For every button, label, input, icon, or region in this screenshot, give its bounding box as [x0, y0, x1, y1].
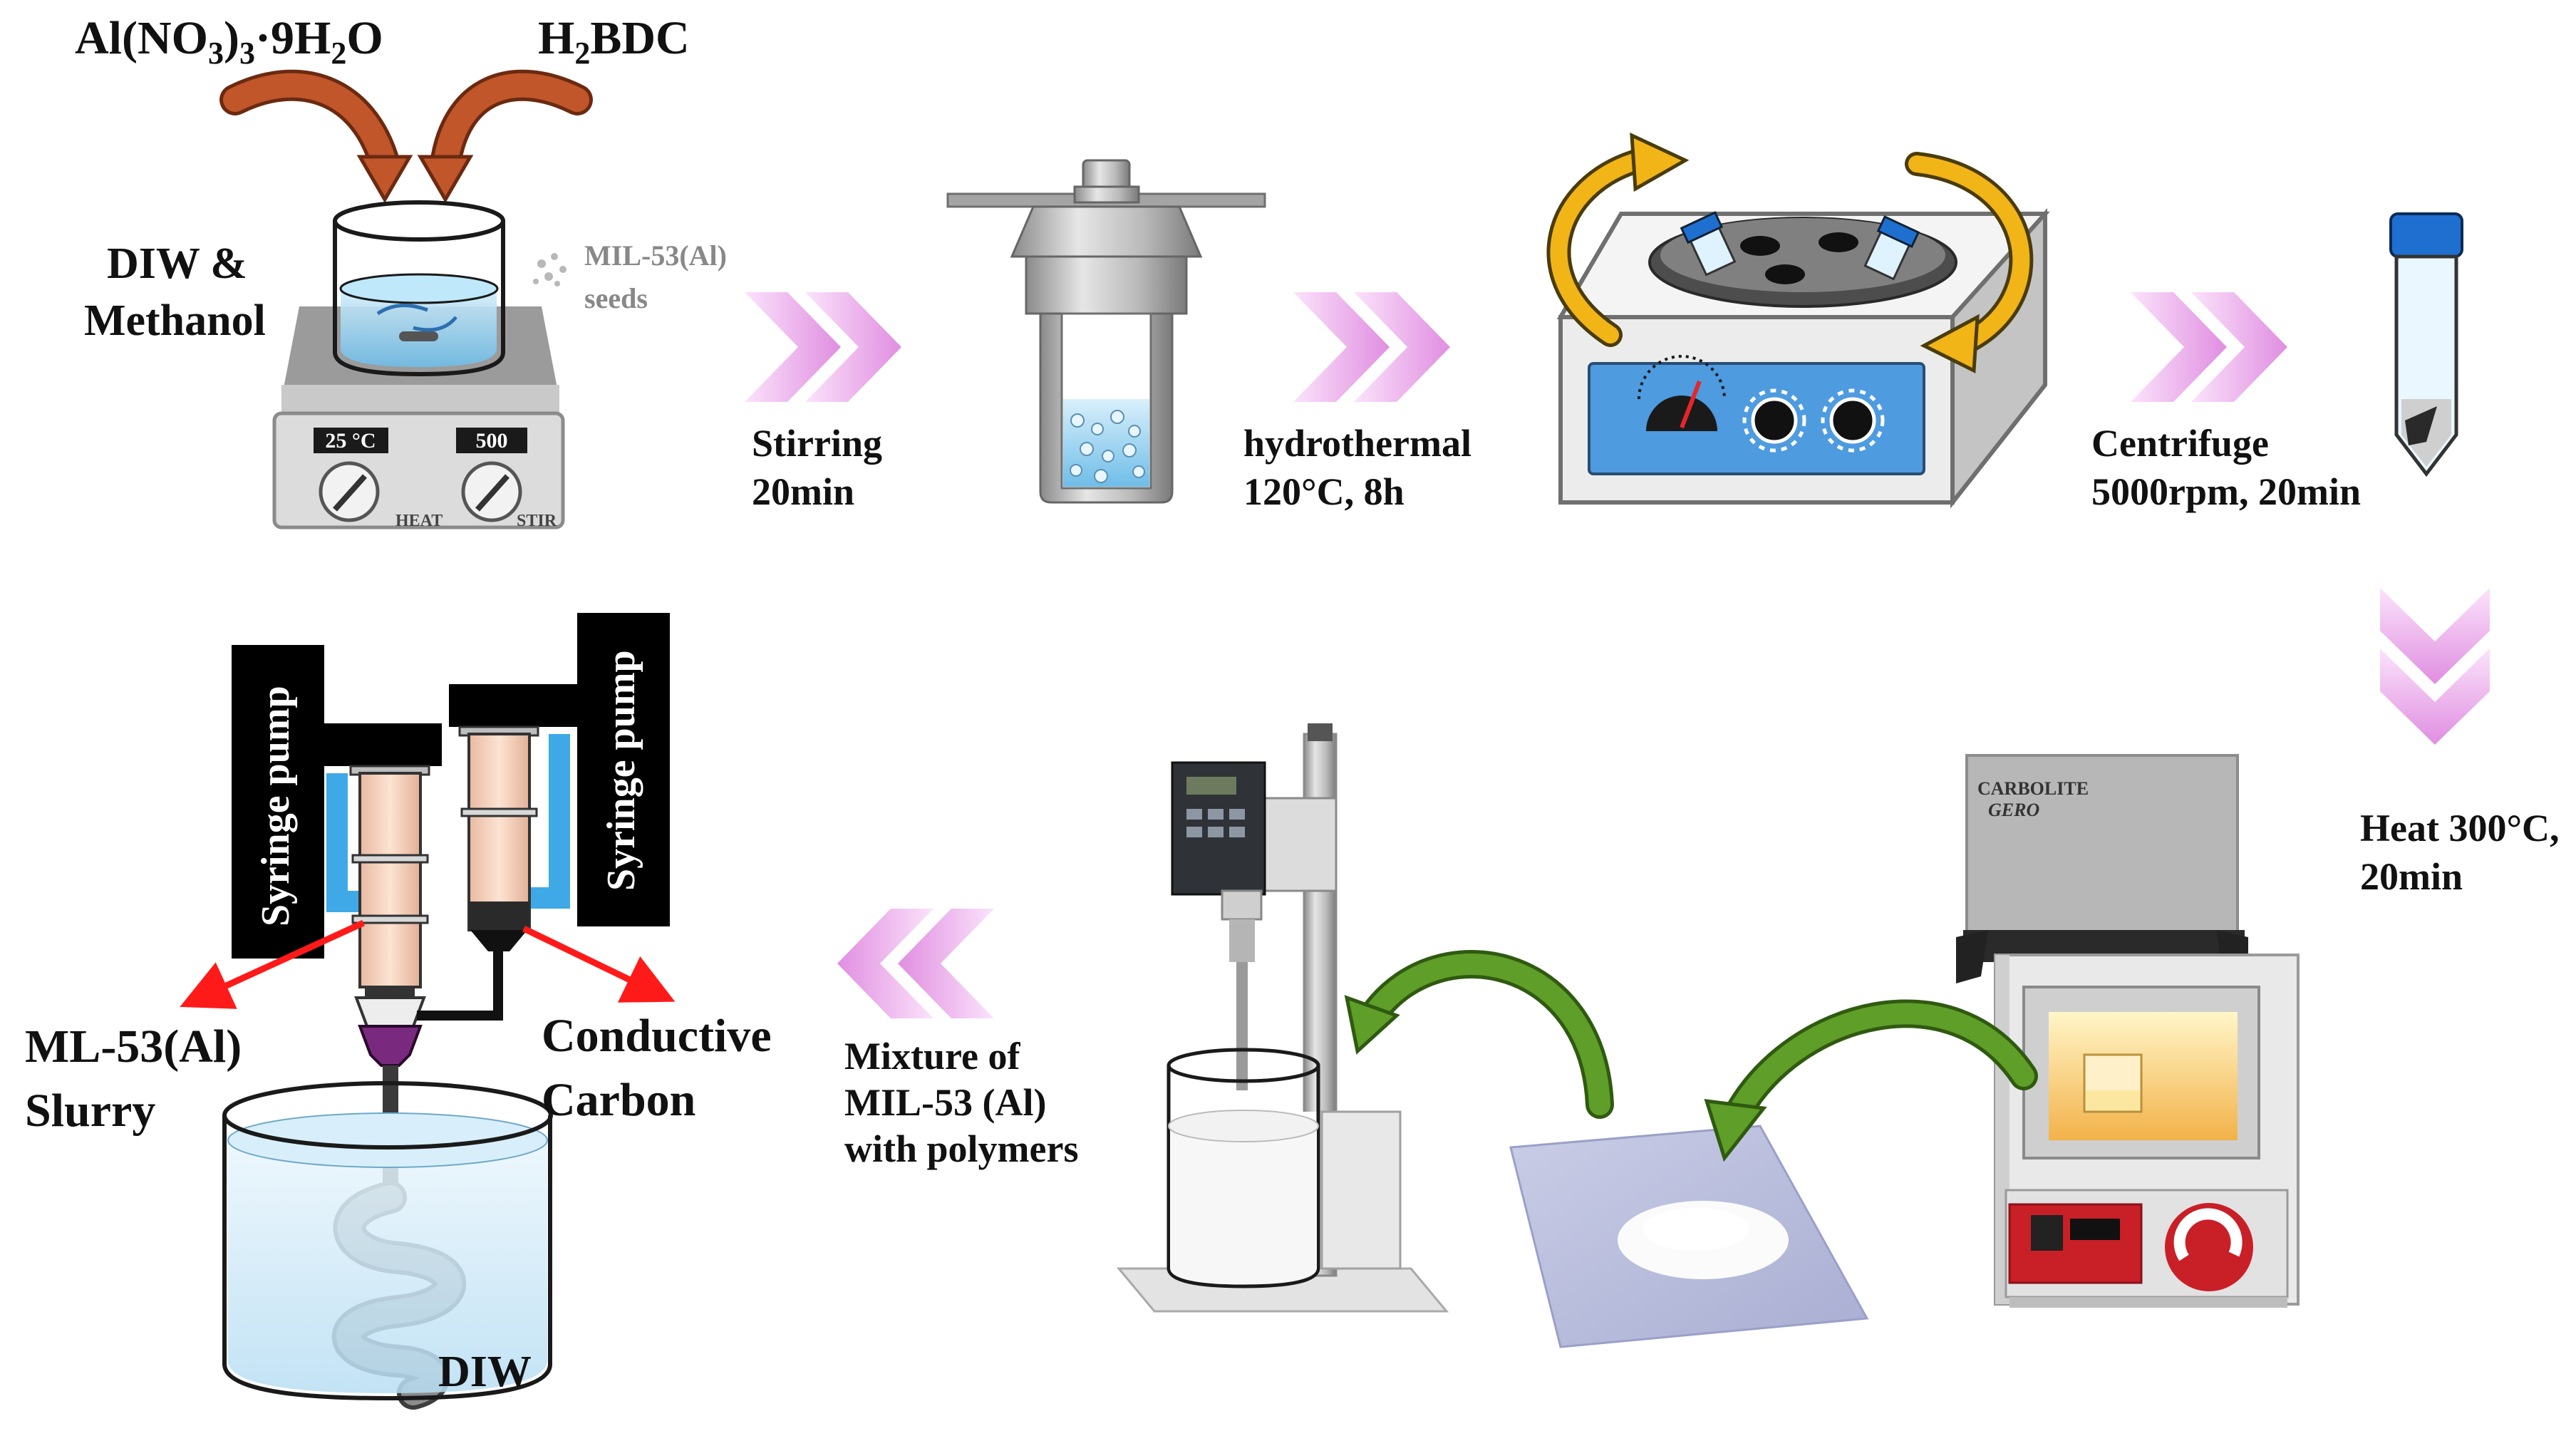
centrifuge-dial-1[interactable] — [1742, 388, 1806, 453]
conductive-carbon-label: Conductive Carbon — [542, 1010, 783, 1126]
magnetic-stirrer-hotplate: 25 °C 500 HEAT STIR — [272, 306, 565, 530]
mixture-step-label: Mixture of MIL-53 (Al) with polymers — [844, 1035, 1078, 1170]
heat-step-label: Heat 300°C, 20min — [2360, 807, 2569, 898]
dual-syringe-extrusion-setup — [222, 613, 670, 1410]
reaction-beaker — [333, 200, 505, 377]
mil53-powder — [1509, 1125, 1869, 1348]
transfer-arrow-furnace-to-powder — [1704, 999, 2038, 1162]
metal-salt-label: Al(NO3)3·9H2O — [75, 12, 383, 71]
rotation-arrow-right — [1905, 152, 2034, 373]
slurry-label: ML-53(Al) Slurry — [25, 1021, 254, 1137]
bath-label: DIW — [438, 1348, 532, 1396]
seeds-label: MIL-53(Al) seeds — [584, 239, 734, 314]
carbon-pointer — [522, 925, 676, 1003]
hydrothermal-step-label: hydrothermal 120°C, 8h — [1243, 422, 1481, 513]
slurry-pointer — [180, 919, 365, 1009]
heat-knob-label: HEAT — [395, 512, 443, 530]
step-arrow-stirring — [745, 292, 901, 402]
centrifuge-tube-left — [1680, 211, 1737, 277]
reagent-arrow-left — [219, 69, 413, 203]
furnace-brand: CARBOLITE — [1977, 778, 2089, 799]
rotation-arrow-left — [1546, 132, 1690, 347]
seed-particles — [533, 253, 567, 286]
reagent-arrow-right — [417, 69, 593, 203]
stirring-step-label: Stirring 20min — [752, 422, 892, 513]
step-arrow-heat — [2380, 588, 2490, 745]
step-arrow-mixture — [837, 909, 994, 1018]
solvent-label: DIW & Methanol — [84, 239, 266, 345]
transfer-arrow-powder-to-mixer — [1344, 950, 1614, 1119]
left-syringe-pump-label: Syringe pump — [254, 686, 298, 926]
centrifuge-machine — [1556, 208, 2050, 509]
furnace-crucible — [2083, 1053, 2143, 1113]
overhead-mixer — [1116, 723, 1449, 1313]
temperature-display: 25 °C — [325, 429, 376, 453]
centrifuge-tube-right — [1863, 215, 1920, 281]
linker-label: H2BDC — [538, 12, 690, 71]
stir-speed-display: 500 — [476, 429, 508, 453]
centrifuge-step-label: Centrifuge 5000rpm, 20min — [2091, 422, 2361, 513]
step-arrow-centrifuge — [2131, 292, 2287, 402]
hydrothermal-autoclave — [946, 159, 1266, 504]
stir-knob-label: STIR — [517, 512, 557, 530]
right-syringe-pump-label: Syringe pump — [599, 650, 643, 891]
centrifuge-dial-2[interactable] — [1821, 388, 1885, 453]
falcon-tube — [2389, 212, 2463, 477]
furnace-brand-sub: GERO — [1988, 800, 2039, 820]
step-arrow-hydrothermal — [1293, 292, 1450, 402]
muffle-furnace: CARBOLITE GERO — [1956, 754, 2300, 1308]
